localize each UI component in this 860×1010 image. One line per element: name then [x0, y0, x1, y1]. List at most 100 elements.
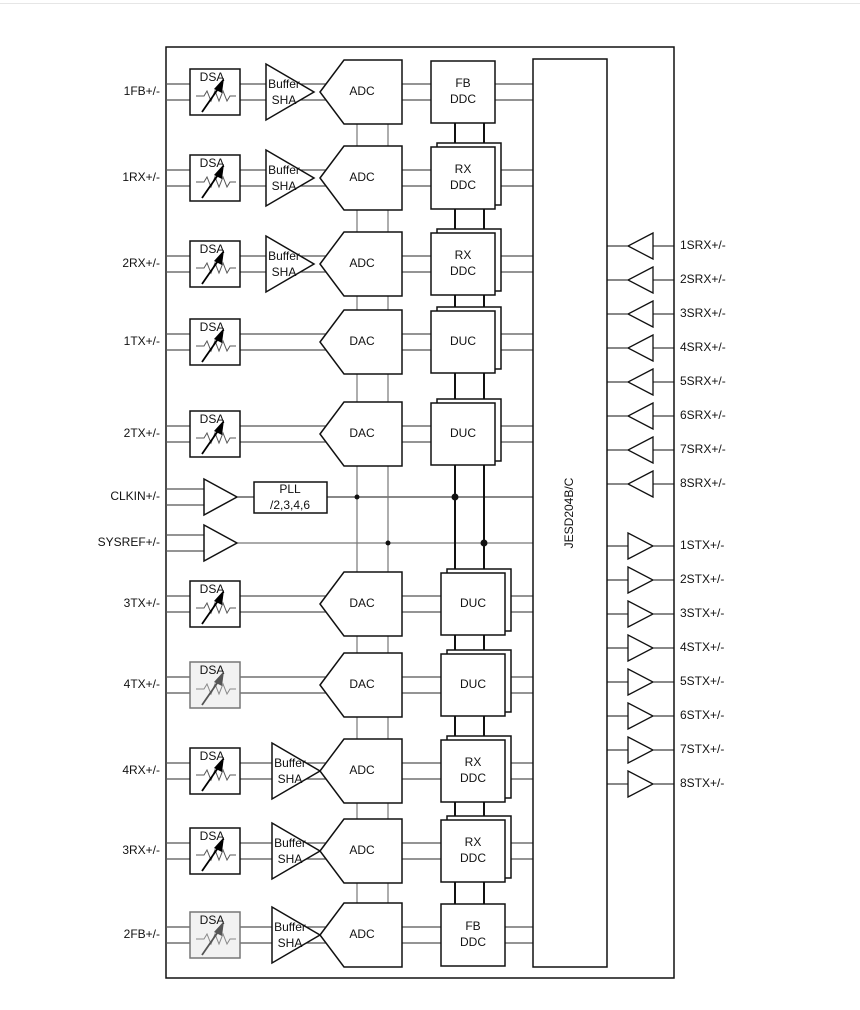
- duc-block-box: [440, 653, 506, 717]
- serdes-tx-label: 7STX+/-: [680, 742, 724, 756]
- duc-block: DUC: [430, 306, 502, 374]
- chip-outline: [165, 46, 675, 979]
- buffer-label: Buffer: [268, 163, 300, 177]
- adc-block: ADC: [319, 231, 403, 297]
- sha-label: SHA: [272, 93, 297, 107]
- variable-arrow-icon: [214, 837, 224, 852]
- duc-block-label: DUC: [450, 426, 476, 440]
- dac-block-shape: [319, 401, 403, 467]
- pin-label-1rx: 1RX+/-: [122, 170, 160, 184]
- buffer-label: Buffer: [274, 756, 306, 770]
- adc-block-shape: [319, 818, 403, 884]
- adc-block: ADC: [319, 902, 403, 968]
- serdes-rx-buffer-icon: [626, 367, 654, 397]
- adc-block-shape: [319, 738, 403, 804]
- serdes-tx-label: 6STX+/-: [680, 708, 724, 722]
- sha-label: SHA: [278, 852, 303, 866]
- ddc-block-label-bottom: DDC: [460, 935, 486, 949]
- pin-label-2tx: 2TX+/-: [124, 426, 160, 440]
- serdes-tx-buffer-icon: [627, 599, 655, 629]
- serdes-tx-buffer-icon: [627, 701, 655, 731]
- buffer-label: Buffer: [268, 249, 300, 263]
- serdes-tx-buffer-icon: [627, 769, 655, 799]
- pll-block: PLL/2,3,4,6: [253, 481, 328, 514]
- buffer-triangle-icon: [271, 905, 322, 965]
- sha-label: SHA: [278, 936, 303, 950]
- serdes-tx-buffer-icon: [627, 565, 655, 595]
- resistor-icon: [196, 601, 236, 615]
- adc-block-shape: [319, 902, 403, 968]
- page-top-divider: [0, 3, 860, 4]
- serdes-rx-label: 7SRX+/-: [680, 442, 726, 456]
- dsa-block: DSA: [189, 240, 241, 288]
- dac-block-shape: [319, 571, 403, 637]
- junction-dot: [354, 494, 360, 500]
- ddc-block-label-top: FB: [465, 919, 480, 933]
- ddc-block-box: [440, 903, 506, 967]
- buffer-triangle-icon: [265, 234, 316, 294]
- buffer-label: Buffer: [274, 836, 306, 850]
- ddc-block: RX DDC: [430, 228, 502, 296]
- variable-arrow-icon: [214, 671, 224, 686]
- ddc-block-box: [440, 819, 506, 883]
- dac-block-label: DAC: [349, 426, 375, 440]
- ddc-block-label-bottom: DDC: [450, 92, 476, 106]
- serdes-tx-buffer-icon: [627, 531, 655, 561]
- jesd204-label: JESD204B/C: [562, 477, 576, 548]
- variable-arrow-icon: [214, 757, 224, 772]
- dac-block-shape: [319, 309, 403, 375]
- serdes-tx-label: 4STX+/-: [680, 640, 724, 654]
- dac-block-shape: [319, 652, 403, 718]
- serdes-rx-label: 6SRX+/-: [680, 408, 726, 422]
- dac-block: DAC: [319, 571, 403, 637]
- serdes-tx-label: 1STX+/-: [680, 538, 724, 552]
- dsa-block: DSA: [189, 827, 241, 875]
- variable-arrow-icon: [214, 921, 224, 936]
- dac-block-label: DAC: [349, 334, 375, 348]
- serdes-rx-buffer-icon: [626, 265, 654, 295]
- ddc-block-label-top: RX: [465, 755, 482, 769]
- ddc-block-label-top: RX: [455, 248, 472, 262]
- ddc-block-label-bottom: DDC: [460, 851, 486, 865]
- serdes-rx-buffer-icon: [626, 299, 654, 329]
- adc-block: ADC: [319, 818, 403, 884]
- resistor-icon: [196, 175, 236, 189]
- resistor-icon: [196, 431, 236, 445]
- ddc-block-label-bottom: DDC: [450, 264, 476, 278]
- pin-label-sysref: SYSREF+/-: [98, 535, 160, 549]
- ddc-block: RX DDC: [440, 735, 512, 803]
- dsa-label: DSA: [200, 320, 225, 334]
- ddc-block-label-top: FB: [455, 76, 470, 90]
- buffer-label: Buffer: [268, 77, 300, 91]
- dac-block-label: DAC: [349, 677, 375, 691]
- junction-dot: [451, 493, 459, 501]
- adc-block: ADC: [319, 59, 403, 125]
- serdes-tx-buffer-icon: [627, 633, 655, 663]
- sha-label: SHA: [272, 179, 297, 193]
- serdes-rx-label: 1SRX+/-: [680, 238, 726, 252]
- resistor-icon: [196, 339, 236, 353]
- dac-block: DAC: [319, 401, 403, 467]
- serdes-rx-buffer-icon: [626, 333, 654, 363]
- serdes-tx-label: 8STX+/-: [680, 776, 724, 790]
- resistor-icon: [196, 261, 236, 275]
- ddc-block: FB DDC: [440, 903, 506, 967]
- duc-block-box: [430, 402, 496, 466]
- dsa-label: DSA: [200, 412, 225, 426]
- junction-dot: [385, 540, 391, 546]
- serdes-rx-label: 8SRX+/-: [680, 476, 726, 490]
- adc-block-label: ADC: [349, 170, 375, 184]
- adc-block-shape: [319, 59, 403, 125]
- serdes-rx-label: 5SRX+/-: [680, 374, 726, 388]
- resistor-icon: [196, 848, 236, 862]
- serdes-tx-label: 3STX+/-: [680, 606, 724, 620]
- pin-label-2rx: 2RX+/-: [122, 256, 160, 270]
- ddc-block-label-bottom: DDC: [460, 771, 486, 785]
- adc-block-label: ADC: [349, 843, 375, 857]
- jesd204-block: [532, 58, 608, 968]
- duc-block-label: DUC: [450, 334, 476, 348]
- dsa-label: DSA: [200, 749, 225, 763]
